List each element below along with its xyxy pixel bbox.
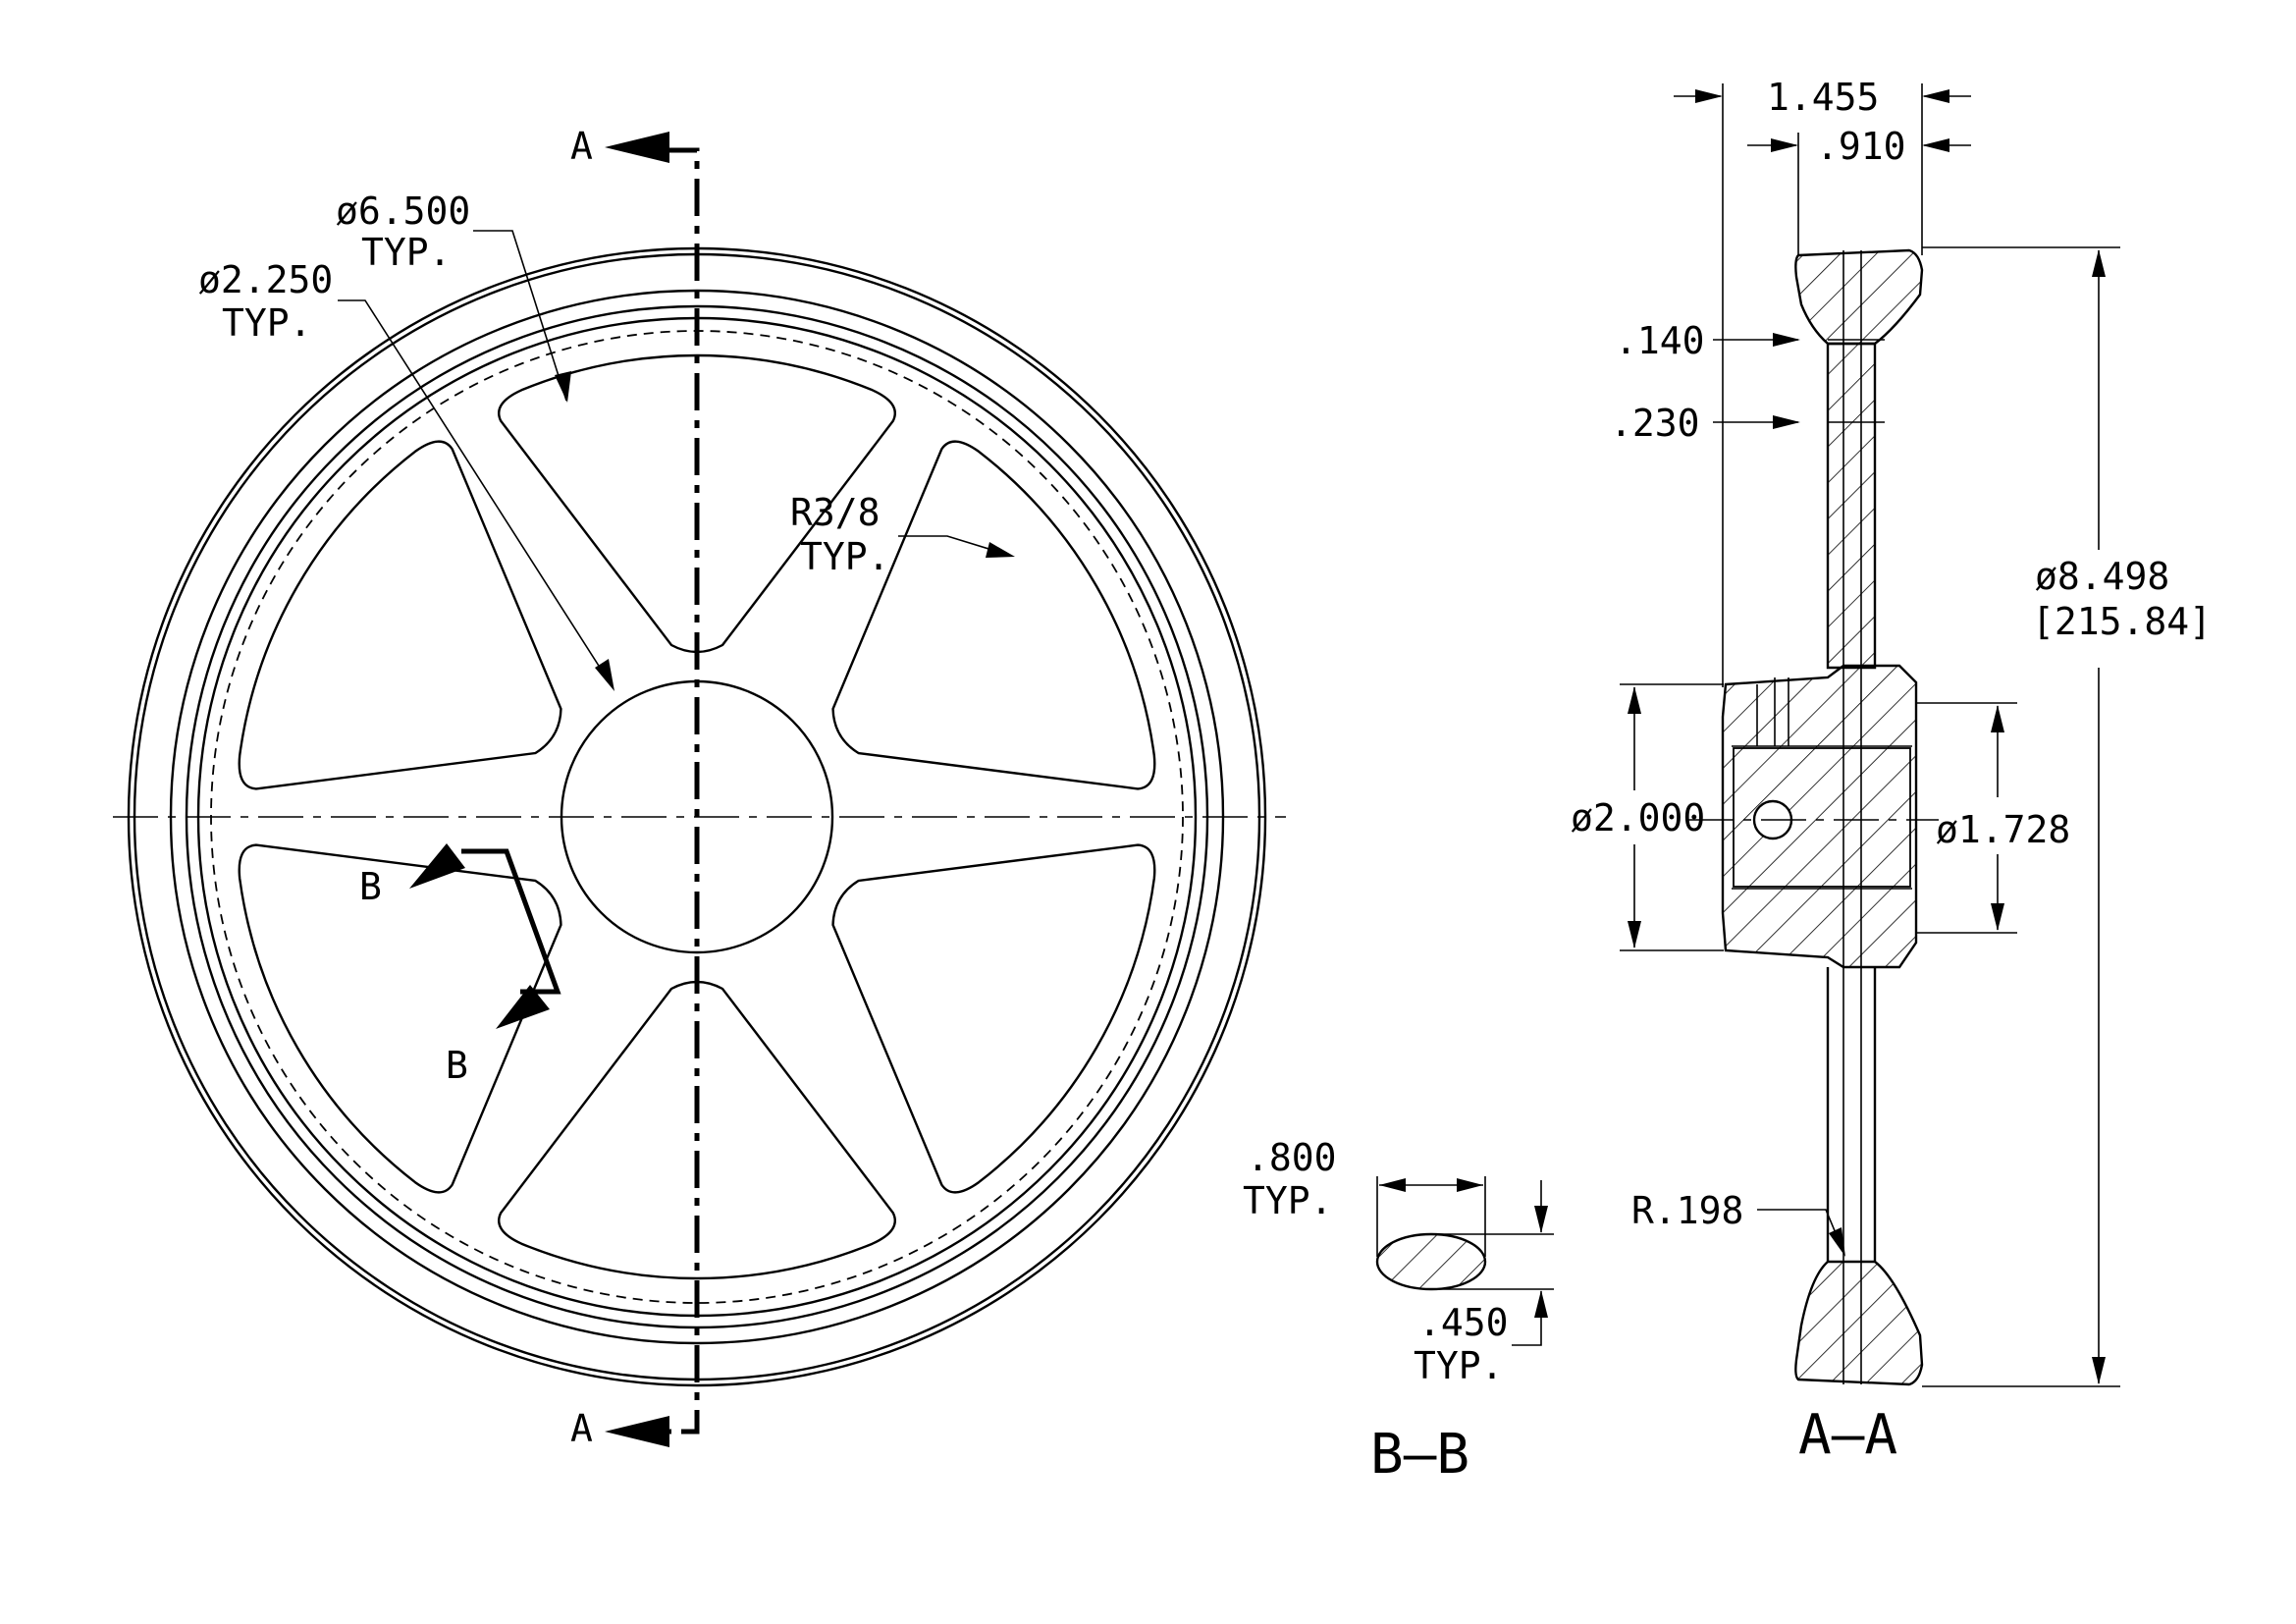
- web-upper-section: [1826, 342, 1877, 670]
- dim-aa-r198: R.198: [1631, 1189, 1743, 1232]
- section-a-label-bottom: A: [570, 1407, 593, 1450]
- spoke-opening: [831, 843, 1156, 1194]
- section-a-a-title: A–A: [1798, 1403, 1897, 1467]
- spoke-opening: [498, 980, 896, 1280]
- dim-dia-6500-note: TYP.: [361, 231, 452, 274]
- dim-radius-3-8-note: TYP.: [800, 535, 890, 578]
- arrow-bb-height-top: [1534, 1206, 1548, 1233]
- front-view-labels: A A B B ø6.500 TYP. ø2.250 TYP. R3/8 TYP…: [198, 125, 1015, 1450]
- dim-dia-2250: ø2.250: [198, 258, 333, 301]
- section-b-top-arrow: [409, 843, 465, 889]
- rim-bottom-section: [1794, 1260, 1924, 1386]
- dim-aa-bore-dia: ø1.728: [1936, 808, 2070, 851]
- leader-dia-6500-arrow: [555, 371, 571, 403]
- dim-aa-230: .230: [1610, 402, 1700, 445]
- section-a-top-arrow: [605, 132, 669, 163]
- arrow-bb-width-right: [1457, 1178, 1483, 1192]
- section-a-bottom-arrow: [605, 1416, 669, 1447]
- leader-dia-6500: [473, 230, 567, 402]
- arrow-140: [1773, 333, 1800, 347]
- dim-bb-width-note: TYP.: [1243, 1179, 1333, 1222]
- section-b-label-top: B: [359, 865, 382, 908]
- arrow-bore-top: [1991, 705, 2004, 732]
- spoke-section-ellipse: [1375, 1232, 1487, 1291]
- spoke-opening: [238, 843, 562, 1194]
- leader-dia-2250: [338, 299, 614, 688]
- dim-line-bb-height-bottom: [1512, 1291, 1542, 1346]
- arrow-230: [1773, 415, 1800, 429]
- rim-top-section: [1794, 248, 1924, 346]
- section-line-b-b: [461, 848, 561, 995]
- arrow-hub-top: [1628, 686, 1641, 714]
- hub-section: [1721, 664, 1918, 969]
- spoke-opening: [831, 440, 1156, 790]
- dim-aa-140: .140: [1615, 319, 1705, 362]
- spoke-opening: [238, 440, 562, 790]
- section-b-label-bottom: B: [446, 1044, 468, 1087]
- web-lower-section: [1826, 967, 1877, 1262]
- section-a-a-view: 1.455 .910 .140 .230 ø8.498 [215.84] ø2.…: [1571, 76, 2212, 1467]
- dim-radius-3-8: R3/8: [790, 491, 881, 534]
- leader-dia-2250-arrow: [595, 659, 614, 691]
- dim-bb-height: .450: [1418, 1301, 1509, 1344]
- dim-bb-height-note: TYP.: [1414, 1344, 1504, 1387]
- dim-aa-dia-8498-mm: [215.84]: [2032, 600, 2212, 643]
- dim-aa-hub-dia: ø2.000: [1571, 796, 1705, 839]
- section-a-label-top: A: [570, 125, 593, 168]
- dim-dia-2250-note: TYP.: [222, 301, 312, 345]
- arrow-r198: [1829, 1227, 1845, 1257]
- arrow-hub-bottom: [1628, 921, 1641, 948]
- arrow-bb-width-left: [1379, 1178, 1406, 1192]
- dim-aa-1455: 1.455: [1767, 76, 1879, 119]
- leader-radius-arrow: [986, 542, 1015, 558]
- arrow-aa-1455-right: [1922, 89, 1949, 103]
- section-b-b-title: B–B: [1370, 1423, 1469, 1487]
- arrow-aa-910-left: [1771, 138, 1798, 152]
- arrow-bore-bottom: [1991, 903, 2004, 931]
- section-line-a-a: [661, 147, 700, 1435]
- section-b-b-view: .800 TYP. .450 TYP. B–B: [1243, 1136, 1554, 1487]
- dim-aa-910: .910: [1816, 125, 1906, 168]
- spoke-opening: [498, 353, 896, 654]
- dim-dia-6500: ø6.500: [336, 189, 470, 233]
- dim-bb-width: .800: [1247, 1136, 1337, 1179]
- dim-aa-dia-8498: ø8.498: [2035, 555, 2169, 598]
- spoke-openings: [238, 353, 1156, 1280]
- arrow-aa-910-right: [1922, 138, 1949, 152]
- arrow-aa-dia-bottom: [2092, 1357, 2106, 1384]
- front-view: [113, 132, 1286, 1447]
- bore-cutout: [1733, 747, 1911, 888]
- leader-r198: [1757, 1209, 1844, 1253]
- arrow-aa-dia-top: [2092, 249, 2106, 277]
- arrow-bb-height-bottom: [1534, 1290, 1548, 1318]
- section-b-bottom-arrow: [496, 985, 550, 1029]
- arrow-aa-1455-left: [1695, 89, 1723, 103]
